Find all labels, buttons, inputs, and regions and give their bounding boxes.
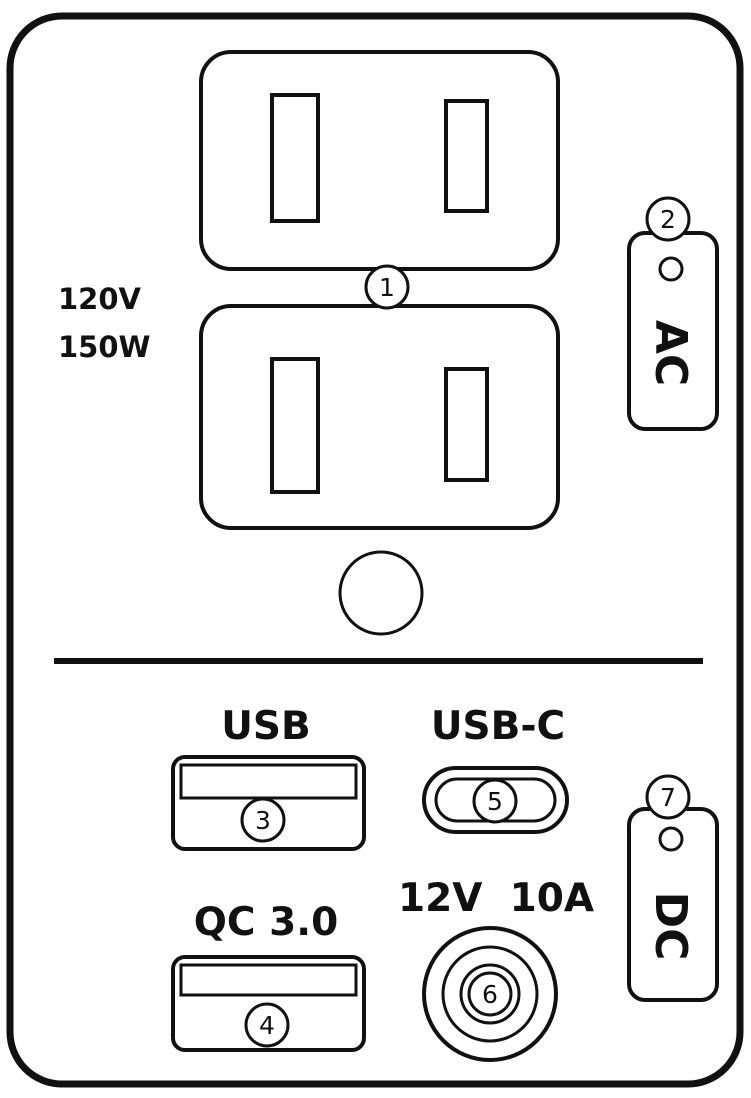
callout-number: 2 [660,205,676,234]
usb-a-port-icon [171,755,366,851]
qc-port[interactable] [171,955,366,1052]
dc-port[interactable] [422,926,558,1062]
callout-number: 7 [660,783,676,812]
outlet-slot-wide [270,357,320,494]
callout-6: 6 [467,971,513,1017]
callout-5: 5 [472,778,518,824]
ac-voltage-label: 120V [58,282,142,316]
callout-7: 7 [645,774,691,820]
usb-port[interactable] [171,755,366,851]
outlet-icon [199,50,560,271]
outlet-slot-narrow [444,367,489,482]
dc-button[interactable]: DC [627,807,719,1002]
callout-4: 4 [244,1002,290,1048]
outlet-slot-narrow [444,99,489,213]
callout-number: 4 [259,1011,275,1040]
usb-c-port-icon [422,766,569,834]
ac-button-label: AC [645,320,696,386]
qc-label: QC 3.0 [194,900,338,945]
outlet-slot-wide [270,93,320,223]
callout-number: 5 [487,787,503,816]
ac-wattage-label: 150W [58,330,151,364]
usb-a-port-tongue [179,963,358,997]
panel-outline [6,12,744,1088]
usb-a-port-icon [171,955,366,1052]
dc-port-ring [441,945,539,1043]
callout-number: 6 [482,980,498,1009]
led-indicator-icon [658,256,684,282]
callout-3: 3 [240,797,286,843]
outlet-icon [199,304,560,530]
dc-button-label: DC [645,892,696,961]
outlet-screw [338,550,424,636]
led-indicator-icon [658,826,684,852]
ac-button[interactable]: AC [627,231,719,431]
ac-outlet-top[interactable] [199,50,560,271]
usb-a-port-tongue [179,763,358,800]
dc-barrel-port-icon [422,926,558,1062]
callout-number: 1 [379,273,395,302]
usb-label: USB [221,704,310,749]
ac-outlet-bottom[interactable] [199,304,560,530]
dc-port-pin [459,963,521,1025]
callout-1: 1 [364,264,410,310]
usb-c-label: USB-C [431,704,565,749]
dc-rating-label: 12V 10A [398,876,594,921]
callout-number: 3 [255,806,271,835]
callout-2: 2 [645,196,691,242]
